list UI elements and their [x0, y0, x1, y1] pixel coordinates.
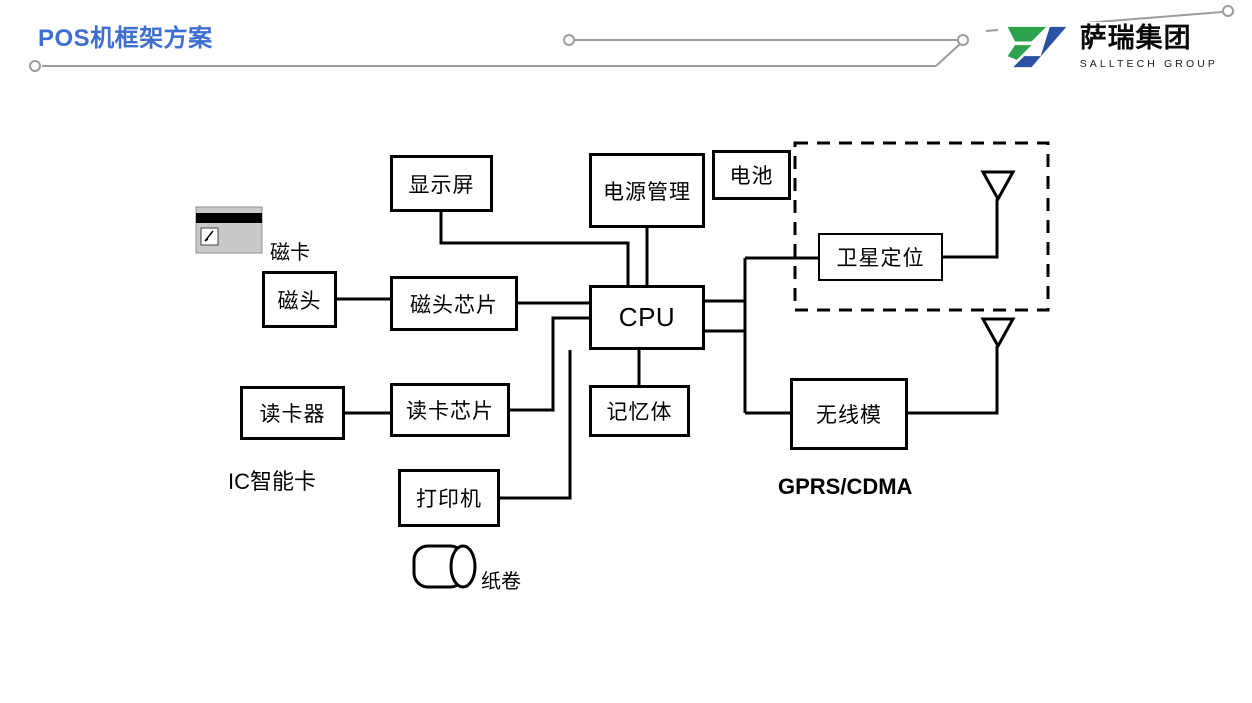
connector-satellite-antenna	[943, 199, 999, 259]
antenna-icon	[980, 170, 1016, 203]
box-cpu: CPU	[589, 285, 705, 350]
connector-display-cpu	[439, 212, 630, 285]
connector-readerchip-cpu	[510, 316, 589, 412]
company-logo: 萨瑞集团 SALLTECH GROUP	[997, 22, 1218, 72]
logo-text: 萨瑞集团 SALLTECH GROUP	[1079, 23, 1218, 70]
box-wireless-module: 无线模	[790, 378, 908, 450]
antenna-icon	[980, 317, 1016, 350]
box-satellite-positioning: 卫星定位	[818, 233, 943, 281]
connector-lines	[337, 199, 999, 500]
logo-company-name: 萨瑞集团	[1079, 23, 1192, 54]
connector-printer-cpu	[500, 350, 572, 500]
signature-pen-glyph	[204, 230, 214, 242]
label-ic-smart-card: IC智能卡	[228, 469, 317, 494]
logo-mark-icon	[1007, 26, 1067, 68]
box-magnetic-head: 磁头	[262, 271, 337, 328]
logo-blue-shape	[1012, 26, 1067, 68]
box-memory: 记忆体	[589, 385, 690, 437]
logo-green-shape	[1007, 26, 1046, 42]
box-battery: 电池	[712, 150, 791, 200]
label-paper-roll: 纸卷	[481, 571, 521, 593]
magnetic-card-icon	[195, 206, 263, 254]
logo-green-shape-2	[1007, 45, 1032, 60]
antenna-icons	[980, 170, 1016, 350]
box-printer: 打印机	[398, 469, 500, 527]
box-card-reader-chip: 读卡芯片	[390, 383, 510, 437]
box-display: 显示屏	[390, 155, 493, 212]
box-magnetic-head-chip: 磁头芯片	[390, 276, 518, 331]
page-title: POS机框架方案	[38, 25, 213, 52]
gps-module-dashed-boundary	[793, 141, 1050, 312]
paper-roll-icon	[412, 544, 477, 589]
box-power-management: 电源管理	[589, 153, 705, 228]
logo-subtitle: SALLTECH GROUP	[1079, 57, 1218, 70]
label-gprs-cdma: GPRS/CDMA	[778, 474, 913, 499]
box-card-reader: 读卡器	[240, 386, 345, 440]
connector-wireless-antenna	[908, 346, 999, 415]
label-magnetic-card: 磁卡	[270, 242, 310, 264]
